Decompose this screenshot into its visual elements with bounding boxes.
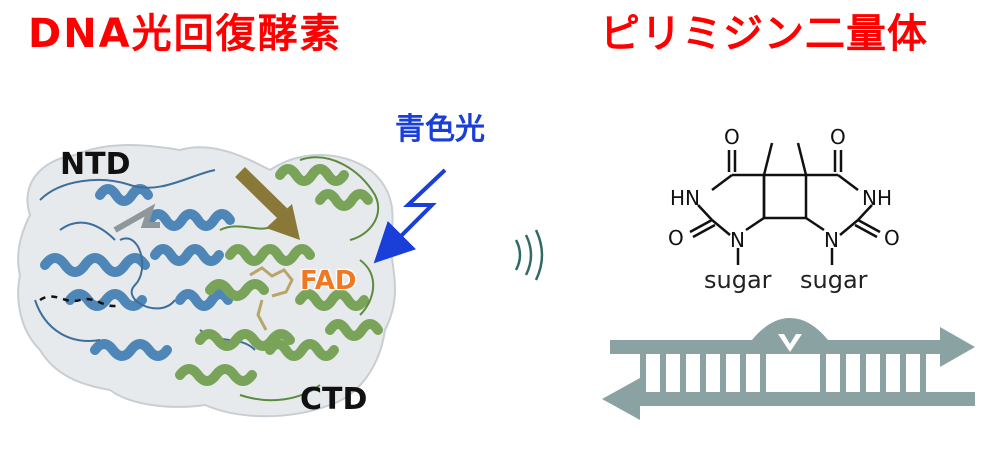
dna-duplex	[602, 318, 975, 420]
base-pair-rung	[720, 354, 726, 392]
atom-o-left-bottom: O	[668, 226, 684, 250]
atom-o-left-top: O	[724, 125, 740, 149]
label-ctd: CTD	[300, 382, 368, 417]
base-pair-rung	[860, 354, 866, 392]
atom-n-right: N	[824, 228, 839, 252]
title-pyrimidine-dimer: ピリミジン二量体	[600, 11, 928, 57]
label-sugar-left: sugar	[704, 266, 772, 294]
base-pair-rung	[880, 354, 886, 392]
dashed-loop	[39, 295, 121, 308]
atom-n-left: N	[730, 228, 745, 252]
base-pair-rung	[920, 354, 926, 392]
base-pair-rung	[680, 354, 686, 392]
base-pair-rung	[820, 354, 826, 392]
ntd-domain	[40, 184, 235, 361]
recognition-arcs	[514, 229, 544, 281]
blue-light-arrow	[373, 168, 447, 264]
base-pair-rung	[740, 354, 746, 392]
label-blue-light: 青色光	[395, 112, 485, 147]
atom-o-right-bottom: O	[884, 226, 900, 250]
pyrimidine-dimer-structure	[689, 142, 881, 265]
base-pair-rung	[760, 354, 766, 392]
fad-cofactor	[249, 266, 294, 331]
fad-pointer-arrow	[235, 166, 300, 240]
base-pair-rung	[660, 354, 666, 392]
protein-structure	[17, 144, 396, 418]
base-pair-rung	[840, 354, 846, 392]
base-pair-rung	[700, 354, 706, 392]
label-sugar-right: sugar	[800, 266, 868, 294]
label-ntd: NTD	[60, 147, 131, 182]
atom-hn-left: HN	[670, 186, 700, 210]
title-dna-photolyase: DNA光回復酵素	[28, 11, 342, 57]
atom-o-right-top: O	[830, 125, 846, 149]
base-pair-rung	[640, 354, 646, 392]
atom-nh-right: NH	[862, 186, 892, 210]
label-fad: FAD	[300, 266, 357, 296]
base-pair-rung	[900, 354, 906, 392]
ctd-domain	[175, 164, 383, 386]
